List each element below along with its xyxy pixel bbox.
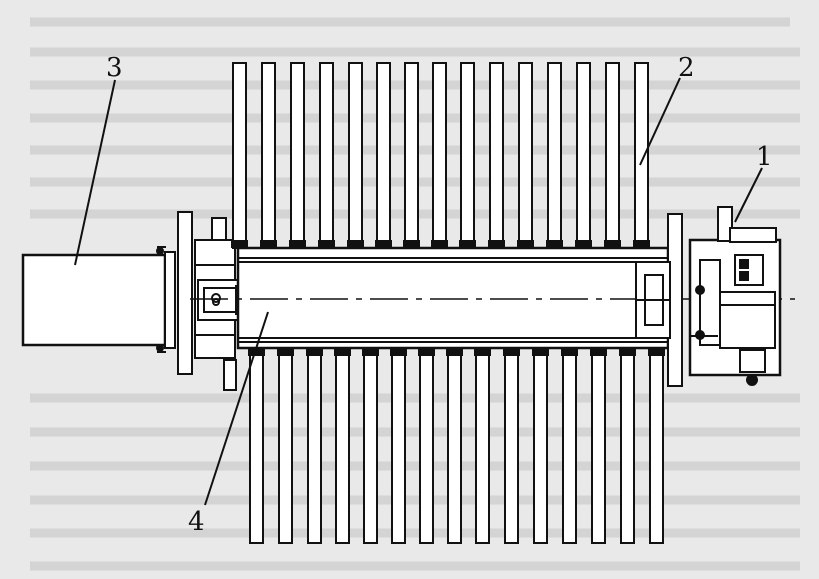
leader-lines: [74, 77, 763, 506]
drum-shaft: [236, 246, 670, 350]
callout-label-2: 2: [678, 53, 695, 83]
callout-label-1: 1: [756, 142, 773, 172]
upper-blade-roots: [231, 240, 650, 248]
callout-label-3: 3: [106, 53, 123, 83]
left-flange: [156, 211, 193, 375]
callout-label-4: 4: [188, 507, 205, 537]
lower-blade-roots: [248, 348, 665, 356]
leader-3: [74, 79, 116, 266]
right-flange: [635, 213, 683, 387]
leader-1: [734, 167, 763, 223]
leader-2: [639, 77, 681, 166]
leader-4: [204, 311, 269, 506]
upper-blades: [232, 62, 649, 249]
lower-blades: [249, 347, 664, 544]
reducer-gearbox: [688, 206, 782, 386]
motor-housing: [21, 253, 167, 347]
